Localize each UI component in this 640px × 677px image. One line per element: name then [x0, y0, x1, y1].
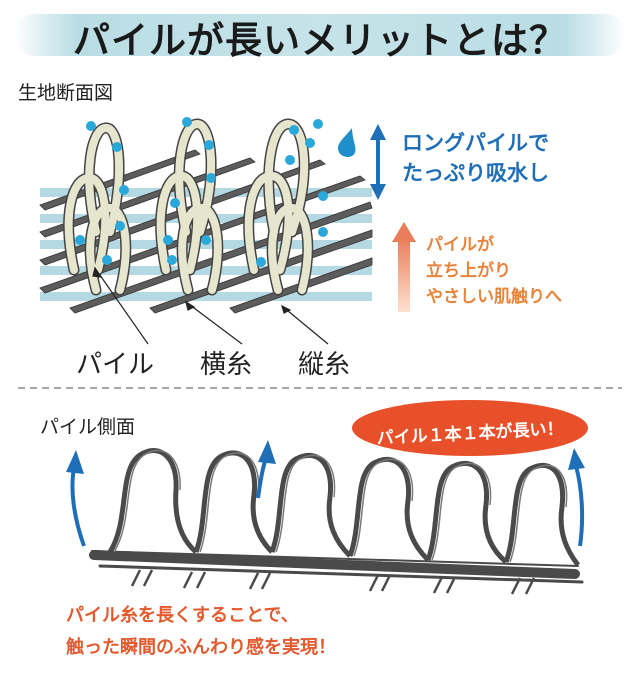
absorb-line-2: たっぷり吸水し: [402, 161, 549, 185]
up-arrow-icon: [392, 222, 416, 312]
warp-label: 縦糸: [298, 350, 351, 380]
absorb-line-1: ロングパイルで: [402, 131, 549, 155]
benefit-line-2: 触った瞬間のふんわり感を実現！: [66, 637, 336, 658]
softness-line-2: 立ち上がり: [426, 261, 511, 281]
base-ticks: [130, 569, 536, 595]
double-arrow-icon: [370, 124, 386, 200]
highlight-badge: [352, 400, 588, 456]
backing-threads: [89, 550, 584, 584]
rise-arrow-head-right: [568, 448, 585, 470]
softness-line-3: やさしい肌触りへ: [426, 287, 562, 307]
side-pile-shadow: [113, 449, 568, 563]
water-drop-icon: [338, 128, 356, 157]
side-view-label: パイル側面: [40, 416, 136, 438]
pile-label: パイル: [76, 350, 155, 380]
rise-arrow-head-center: [258, 440, 276, 464]
rise-arrow-head-left: [66, 450, 84, 474]
softness-line-1: パイルが: [426, 235, 494, 255]
title-band: [14, 14, 626, 56]
side-pile-loops: [107, 448, 580, 567]
benefit-text: パイル糸を長くすることで、 触った瞬間のふんわり感を実現！: [66, 600, 336, 664]
leader-lines: [92, 266, 329, 345]
water-dots: [75, 117, 328, 267]
page-title: パイルが長いメリットとは？: [73, 19, 567, 62]
benefit-line-1: パイル糸を長くすることで、: [66, 605, 299, 626]
weft-label: 横糸: [200, 350, 253, 380]
cross-section-label: 生地断面図: [18, 82, 114, 104]
